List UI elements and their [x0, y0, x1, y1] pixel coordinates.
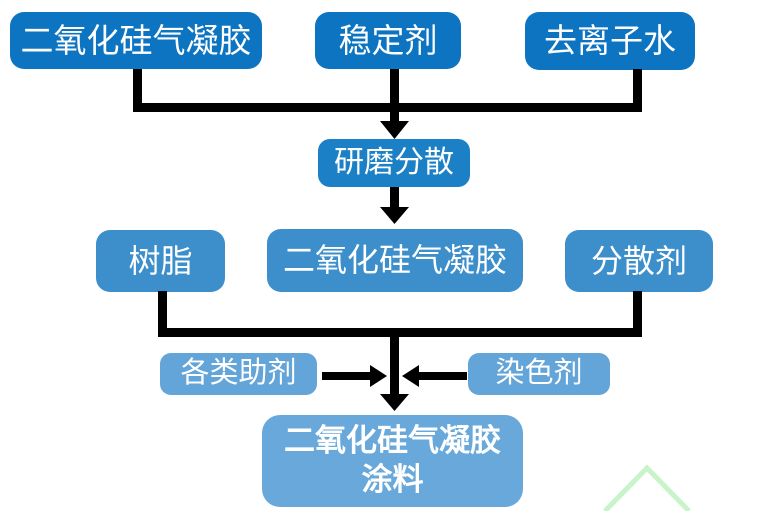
- edge-row2-merge-bar: [158, 328, 642, 337]
- arrow-down-head-to-final: [380, 394, 409, 411]
- arrow-right-head-from-additives: [370, 365, 387, 387]
- edge-grinding-out-shaft: [390, 187, 399, 207]
- edge-resin-stub: [158, 291, 167, 337]
- arrow-left-head-from-colorant: [402, 365, 419, 387]
- node-deionized-water: 去离子水: [525, 12, 695, 70]
- node-dispersant: 分散剂: [565, 230, 713, 292]
- node-resin: 树脂: [96, 230, 225, 292]
- node-grinding-dispersion: 研磨分散: [318, 139, 470, 187]
- edge-dispersant-stub: [633, 291, 642, 337]
- edge-center-shaft: [390, 337, 399, 394]
- node-silica-aerogel-top: 二氧化硅气凝胶: [10, 12, 262, 69]
- final-product-label-line1: 二氧化硅气凝胶: [284, 423, 501, 459]
- edge-silica-top-stub: [133, 69, 142, 112]
- edge-additives-shaft: [322, 372, 370, 380]
- node-additives: 各类助剂: [160, 353, 317, 395]
- edge-row1-merge-bar: [133, 103, 642, 112]
- node-colorant: 染色剂: [468, 353, 610, 395]
- arrow-down-head-to-aerogel-mid: [380, 207, 409, 224]
- arrow-down-head-to-grinding: [380, 121, 409, 139]
- edge-deionized-water-stub: [633, 69, 642, 112]
- edge-colorant-shaft: [419, 372, 467, 380]
- node-stabilizer: 稳定剂: [315, 12, 461, 69]
- edge-stabilizer-stub: [390, 69, 399, 121]
- node-final-product: 二氧化硅气凝胶 涂料: [262, 415, 523, 507]
- final-product-label-line2: 涂料: [361, 462, 424, 497]
- chevron-watermark-icon: [603, 464, 691, 511]
- node-silica-aerogel-mid: 二氧化硅气凝胶: [267, 229, 523, 292]
